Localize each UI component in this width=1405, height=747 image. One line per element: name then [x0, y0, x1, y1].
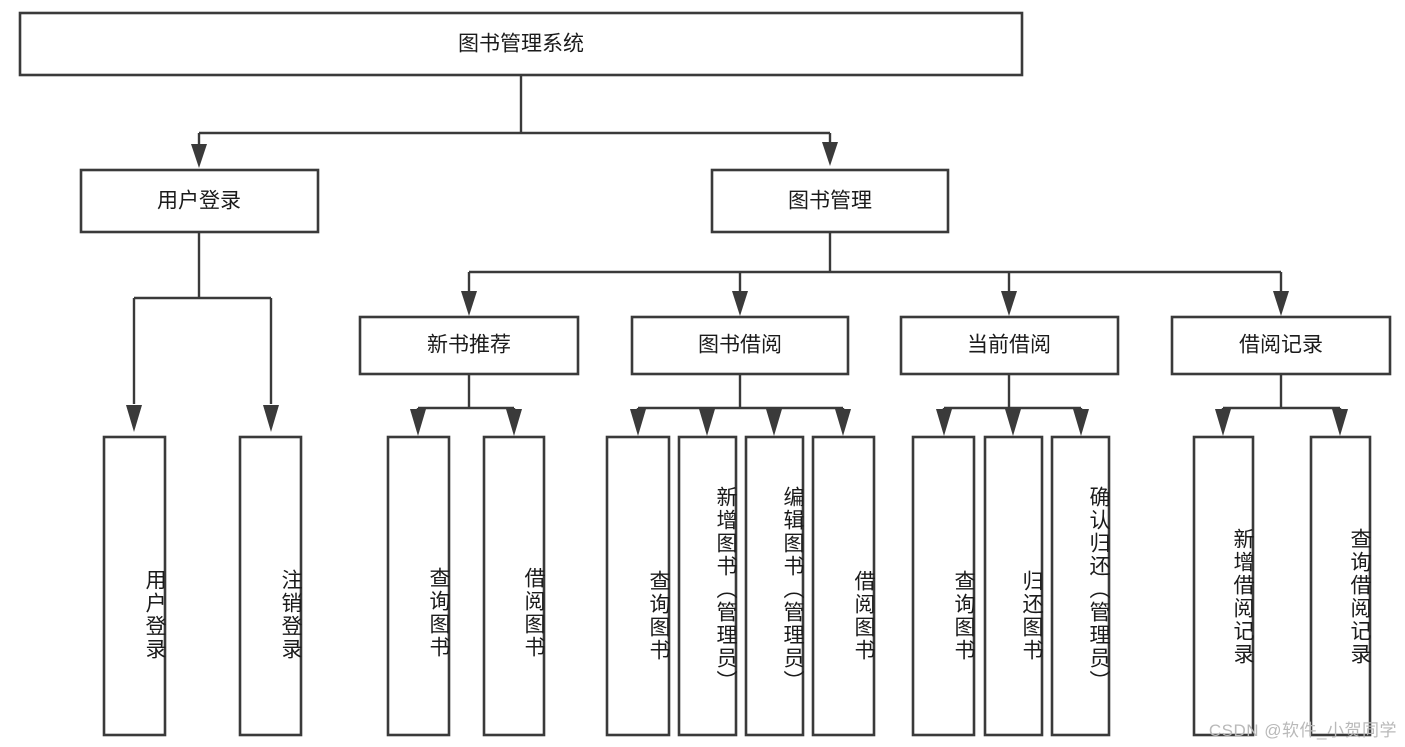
node-leaf-cur-return[interactable] — [983, 435, 1044, 737]
node-book-manage-label: 图书管理 — [788, 190, 872, 213]
node-current-borrow[interactable] — [899, 315, 1120, 376]
node-leaf-rec-borrow[interactable] — [482, 435, 546, 737]
arrow-leaf-cur-query — [936, 409, 952, 436]
node-user-login-label: 用户登录 — [157, 190, 241, 213]
node-leaf-rec-search[interactable] — [1309, 435, 1372, 737]
arrow-book-manage — [822, 142, 838, 166]
node-leaf-cur-confirm[interactable] — [1050, 435, 1111, 737]
node-leaf-user-logout[interactable] — [238, 435, 303, 737]
arrow-leaf-rec-add — [1215, 409, 1231, 436]
arrow-book-borrow — [732, 291, 748, 316]
arrow-leaf-borrow-do — [835, 409, 851, 436]
node-leaf-borrow-edit[interactable] — [744, 435, 805, 737]
arrow-borrow-record — [1273, 291, 1289, 316]
arrow-leaf-rec-query — [410, 409, 426, 436]
node-new-book-rec[interactable] — [358, 315, 580, 376]
csdn-watermark: CSDN @软件_小贺同学 — [1208, 721, 1397, 740]
node-leaf-borrow-add[interactable] — [677, 435, 738, 737]
node-leaf-borrow-query[interactable] — [605, 435, 671, 737]
node-user-login[interactable] — [79, 168, 320, 234]
node-borrow-record[interactable] — [1170, 315, 1392, 376]
node-layer: 图书管理系统 用户登录 图书管理 新书推荐 图书借阅 当前借阅 借阅记录 — [18, 11, 1392, 737]
node-leaf-cur-query[interactable] — [911, 435, 976, 737]
connector-layer — [126, 76, 1348, 436]
arrow-leaf-rec-borrow — [506, 409, 522, 436]
arrow-leaf-borrow-add — [699, 409, 715, 436]
arrow-user-login — [191, 144, 207, 168]
node-book-borrow-label: 图书借阅 — [698, 334, 782, 357]
node-borrow-record-label: 借阅记录 — [1239, 334, 1323, 357]
arrow-leaf-rec-search — [1332, 409, 1348, 436]
node-new-book-rec-label: 新书推荐 — [427, 334, 511, 357]
node-leaf-user-login[interactable] — [102, 435, 167, 737]
node-leaf-rec-add[interactable] — [1192, 435, 1255, 737]
node-current-borrow-label: 当前借阅 — [967, 334, 1051, 357]
node-book-manage[interactable] — [710, 168, 950, 234]
arrow-current-borrow — [1001, 291, 1017, 316]
node-root[interactable] — [18, 11, 1024, 77]
node-book-borrow[interactable] — [630, 315, 850, 376]
arrow-new-book-rec — [461, 291, 477, 316]
arrow-leaf-cur-return — [1005, 409, 1021, 436]
node-leaf-rec-query[interactable] — [386, 435, 451, 737]
node-root-label: 图书管理系统 — [458, 33, 584, 56]
node-leaf-borrow-do[interactable] — [811, 435, 876, 737]
arrow-leaf-borrow-edit — [766, 409, 782, 436]
arrow-leaf-borrow-query — [630, 409, 646, 436]
arrow-leaf-user-logout — [263, 405, 279, 432]
arrow-leaf-cur-confirm — [1073, 409, 1089, 436]
arrow-leaf-user-login — [126, 405, 142, 432]
